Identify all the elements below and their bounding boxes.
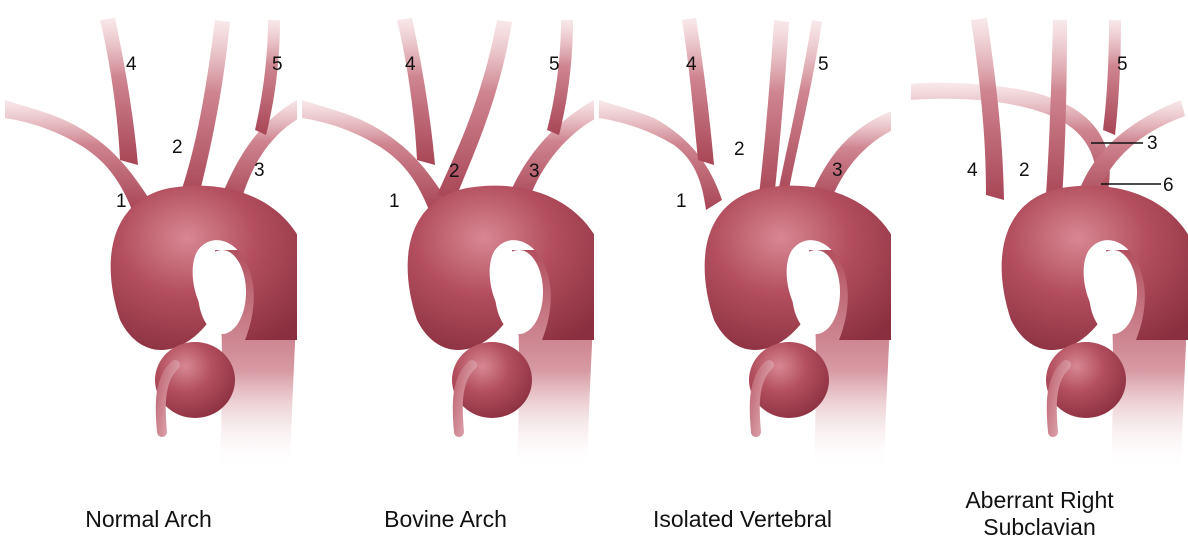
label-4: 4: [686, 54, 697, 75]
left-carotid: [180, 20, 230, 200]
bovine-arch-illustration: 1 2 3 4 5: [297, 0, 594, 552]
normal-arch-illustration: 1 2 3 4 5: [0, 0, 297, 552]
label-2: 2: [734, 139, 745, 160]
label-5: 5: [549, 54, 560, 75]
label-2: 2: [172, 137, 183, 158]
caption-line: Normal Arch: [0, 506, 297, 533]
caption-line-1: Aberrant Right: [891, 487, 1188, 514]
label-3: 3: [1147, 133, 1158, 154]
right-carotid: [100, 18, 138, 165]
isolated-vertebral-illustration: 1 2 3 4 5: [594, 0, 891, 552]
right-carotid: [397, 18, 435, 165]
panel-bovine-arch: 1 2 3 4 5 Bovine Arch: [297, 0, 594, 552]
panel-normal-arch: 1 2 3 4 5 Normal Arch: [0, 0, 297, 552]
panel-aberrant-right-subclavian: 4 2 3 6 5 Aberrant Right Subclavian: [891, 0, 1188, 552]
label-6: 6: [1163, 175, 1174, 196]
arch-inner-opening: [1089, 250, 1137, 334]
arch-inner-opening: [198, 250, 246, 334]
caption-isolated-vertebral: Isolated Vertebral: [594, 506, 891, 533]
arch-inner-opening: [792, 250, 840, 334]
label-4: 4: [967, 160, 978, 181]
caption-normal-arch: Normal Arch: [0, 506, 297, 533]
caption-bovine-arch: Bovine Arch: [297, 506, 594, 533]
panel-isolated-vertebral: 1 2 3 4 5 Isolated Vertebral: [594, 0, 891, 552]
arch-inner-opening: [495, 250, 543, 334]
caption-aberrant-right-subclavian: Aberrant Right Subclavian: [891, 487, 1188, 541]
label-3: 3: [254, 160, 265, 181]
label-5: 5: [272, 54, 283, 75]
label-5: 5: [1117, 54, 1128, 75]
label-3: 3: [832, 160, 843, 181]
label-1: 1: [116, 191, 127, 212]
aberrant-right-subclavian: [911, 83, 1110, 200]
caption-line: Isolated Vertebral: [594, 506, 891, 533]
caption-line-2: Subclavian: [891, 514, 1188, 541]
caption-line: Bovine Arch: [297, 506, 594, 533]
label-1: 1: [676, 191, 687, 212]
label-1: 1: [389, 191, 400, 212]
label-3: 3: [529, 161, 540, 182]
label-4: 4: [405, 54, 416, 75]
left-vertebral: [1103, 20, 1121, 135]
label-2: 2: [1019, 160, 1030, 181]
label-4: 4: [126, 54, 137, 75]
label-2: 2: [449, 161, 460, 182]
label-5: 5: [818, 54, 829, 75]
aberrant-right-subclavian-illustration: 4 2 3 6 5: [891, 0, 1188, 552]
